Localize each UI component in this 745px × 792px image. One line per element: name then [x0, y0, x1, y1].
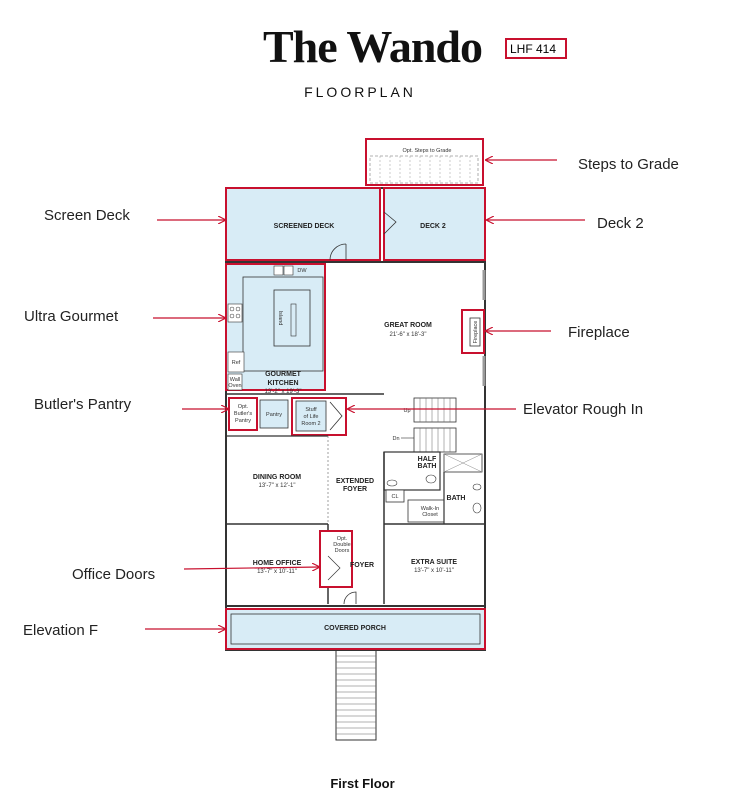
wall-oven-label-1: Wall: [230, 377, 241, 383]
dw-label: DW: [297, 268, 307, 274]
wall-oven-label-2: Oven: [228, 383, 241, 389]
walk-in-label-1: Walk-In: [421, 506, 439, 512]
callout-elevation-f: Elevation F: [23, 622, 99, 639]
butlers-pantry: Opt. Butler's Pantry: [228, 397, 258, 431]
callout-steps-to-grade: Steps to Grade: [578, 156, 679, 173]
butlers-label-2: Butler's: [234, 411, 252, 417]
extended-foyer-label-1: EXTENDED: [336, 478, 374, 485]
office-doors-label-2: Double: [333, 542, 350, 548]
pantry-label: Pantry: [266, 412, 282, 418]
great-room: GREAT ROOM 21'-6" x 18'-3": [384, 322, 432, 338]
stuff-of-life-room: Stuff of Life Room 2: [291, 397, 347, 436]
callout-butlers-pantry: Butler's Pantry: [34, 396, 132, 413]
butlers-label-1: Opt.: [238, 404, 249, 410]
callout-ultra-gourmet: Ultra Gourmet: [24, 308, 119, 325]
office-doors-label-1: Opt.: [337, 536, 348, 542]
baths-and-closets: HALF BATH BATH CL Walk-In Closet: [383, 451, 485, 604]
home-office-dim: 13'-7" x 10'-11": [257, 569, 297, 575]
fireplace: Fireplace: [461, 309, 485, 354]
dining-room-dim: 13'-7" x 12'-1": [259, 483, 296, 489]
dining-room-label: DINING ROOM: [253, 474, 301, 481]
cl-label: CL: [391, 494, 398, 500]
stairs-up-label: Up: [403, 408, 410, 414]
foyer-label: FOYER: [350, 562, 374, 569]
office-doors-label-3: Doors: [335, 548, 350, 554]
stuff-label-3: Room 2: [301, 421, 320, 427]
deck2-room: DECK 2: [383, 187, 486, 261]
pantry: Pantry: [259, 399, 289, 429]
callout-office-doors: Office Doors: [72, 566, 156, 583]
extended-foyer: EXTENDED FOYER: [336, 478, 374, 493]
kitchen-label-1: GOURMET: [265, 371, 302, 378]
opt-steps-label: Opt. Steps to Grade: [403, 148, 452, 154]
home-office-label: HOME OFFICE: [253, 560, 302, 567]
extra-suite: EXTRA SUITE 13'-7" x 10'-11": [411, 559, 457, 574]
stuff-label-2: of Life: [304, 414, 319, 420]
walk-in-label-2: Closet: [422, 512, 438, 518]
fireplace-label: Fireplace: [473, 321, 479, 344]
extra-suite-label: EXTRA SUITE: [411, 559, 457, 566]
stuff-label-1: Stuff: [305, 407, 317, 413]
callout-screen-deck: Screen Deck: [44, 207, 130, 224]
great-room-label: GREAT ROOM: [384, 322, 432, 329]
plan-code-badge: LHF 414: [505, 38, 567, 59]
deck2-label: DECK 2: [420, 223, 446, 230]
great-room-dim: 21'-6" x 18'-3": [390, 332, 427, 338]
half-bath-label-1: HALF: [418, 456, 437, 463]
kitchen-dim: 13'-2" x 19'-3": [265, 389, 302, 395]
opt-steps-to-grade: Opt. Steps to Grade: [365, 138, 484, 186]
callout-fireplace: Fireplace: [568, 324, 630, 341]
half-bath-label-2: BATH: [418, 463, 437, 470]
screened-deck-room: SCREENED DECK: [225, 187, 381, 261]
plan-title: The Wando: [263, 21, 483, 72]
covered-porch-label: COVERED PORCH: [324, 625, 386, 632]
gourmet-kitchen: Island DW Ref Wall Oven GOURMET KITCHEN …: [225, 263, 326, 395]
office-doors: Opt. Double Doors: [319, 530, 353, 588]
dining-room: DINING ROOM 13'-7" x 12'-1": [226, 435, 329, 522]
butlers-label-3: Pantry: [235, 418, 251, 424]
front-stairs: [335, 649, 377, 741]
ref-label: Ref: [232, 360, 241, 366]
covered-porch: COVERED PORCH: [225, 608, 486, 650]
callout-deck2: Deck 2: [597, 215, 644, 232]
bath-label: BATH: [447, 495, 466, 502]
screened-deck-label: SCREENED DECK: [274, 223, 335, 230]
foyer: FOYER: [343, 562, 374, 605]
plan-subtitle: FLOORPLAN: [304, 84, 416, 100]
island-label: Island: [277, 311, 283, 326]
stairs-dn-label: Dn: [392, 436, 399, 442]
kitchen-label-2: KITCHEN: [267, 380, 298, 387]
extra-suite-dim: 13'-7" x 10'-11": [414, 568, 454, 574]
callout-elevator-rough-in: Elevator Rough In: [523, 401, 644, 418]
callout-arrows: [145, 160, 585, 629]
floor-label: First Floor: [330, 776, 395, 791]
extended-foyer-label-2: FOYER: [343, 486, 367, 493]
